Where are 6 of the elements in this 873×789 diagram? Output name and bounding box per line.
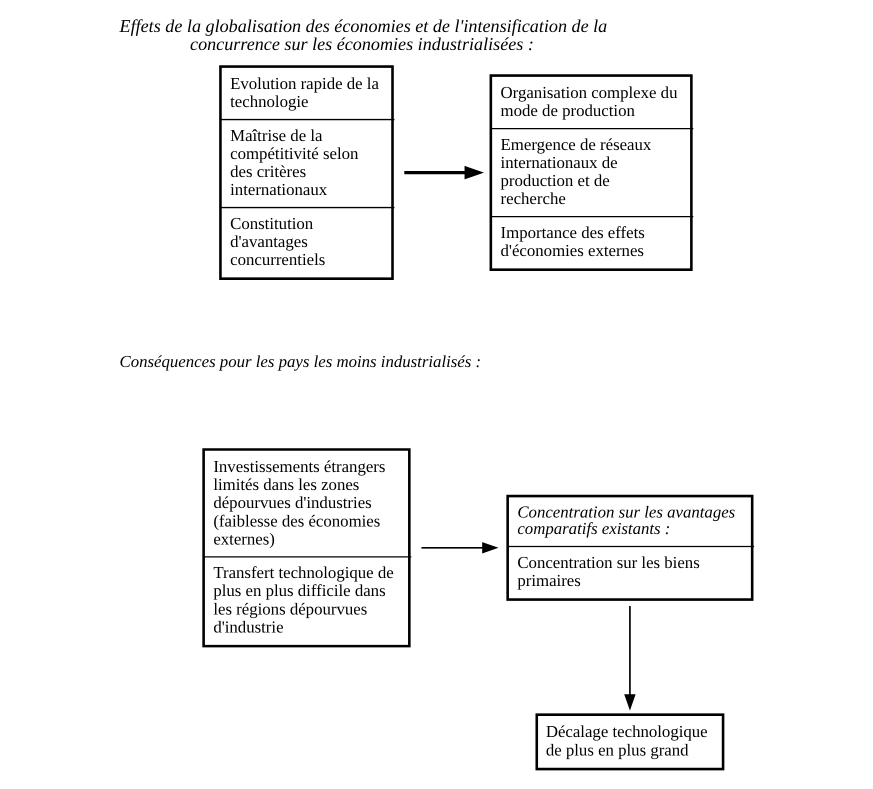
arrow [624,606,636,711]
diagram-title: Effets de la globalisation des économies et de l'intensification de la concurrence sur les économies industrialisées : [120,16,608,54]
label: Conséquences pour les pays les moins industrialisés : [120,352,482,372]
arrow [404,166,484,180]
node-box: Décalage technologique de plus en plus grand [535,713,724,770]
arrow [421,542,498,554]
